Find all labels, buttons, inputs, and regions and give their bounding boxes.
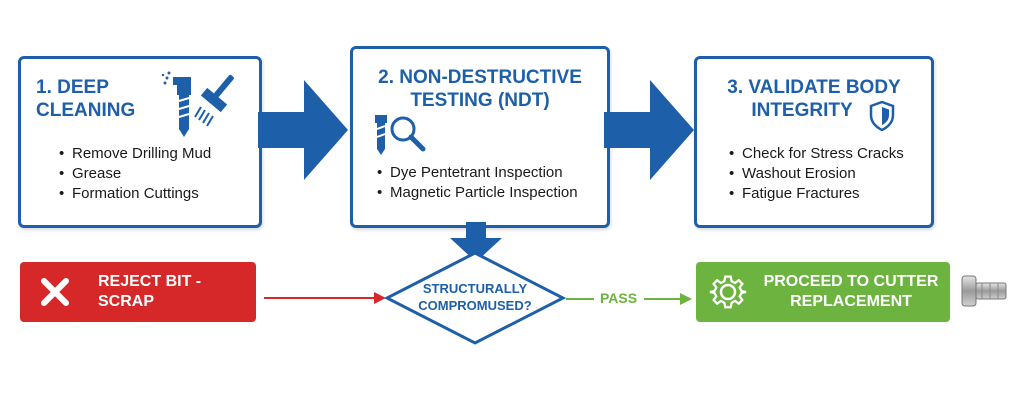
list-item: Grease (59, 164, 211, 184)
step-deep-cleaning: 1. DEEP CLEANING Remove Drilling Mud (18, 56, 262, 228)
list-item: Fatigue Fractures (729, 184, 904, 204)
list-item: Remove Drilling Mud (59, 144, 211, 164)
pass-label: PASS (600, 290, 638, 306)
x-icon (40, 277, 70, 313)
decision-text: STRUCTURALLY COMPROMUSED? (400, 280, 550, 314)
shield-icon (869, 100, 895, 136)
step-title-line2: INTEGRITY (751, 100, 853, 121)
reject-label: REJECT BIT - SCRAP (98, 272, 201, 312)
list-item: Check for Stress Cracks (729, 144, 904, 164)
step-title-line1: 1. DEEP (36, 77, 109, 98)
step-validate-integrity: 3. VALIDATE BODY INTEGRITY Check for Str… (694, 56, 934, 228)
pdc-cutter-icon (958, 272, 1010, 315)
decision-diamond: STRUCTURALLY COMPROMUSED? (383, 250, 567, 351)
reject-box: REJECT BIT - SCRAP (20, 262, 256, 322)
pass-connector-arrow (566, 292, 694, 311)
decision-line1: STRUCTURALLY (422, 281, 528, 296)
decision-line2: COMPROMUSED? (418, 298, 532, 313)
list-item: Formation Cuttings (59, 184, 211, 204)
reject-connector-arrow (264, 291, 388, 310)
step-title: 3. VALIDATE BODY INTEGRITY (707, 76, 921, 122)
step-title-line1: 3. VALIDATE BODY (727, 77, 901, 98)
step-item-list: Check for Stress Cracks Washout Erosion … (729, 144, 904, 204)
list-item: Magnetic Particle Inspection (377, 183, 578, 203)
step-ndt: 2. NON-DESTRUCTIVE TESTING (NDT) Dye Pen… (350, 46, 610, 228)
step-item-list: Remove Drilling Mud Grease Formation Cut… (59, 144, 211, 204)
proceed-label-line1: PROCEED TO CUTTER (763, 273, 939, 290)
step-title-line2: CLEANING (36, 100, 136, 121)
list-item: Dye Pentetrant Inspection (377, 163, 578, 183)
step-title-line1: 2. NON-DESTRUCTIVE (378, 67, 582, 88)
gear-icon (708, 272, 748, 318)
step-title: 2. NON-DESTRUCTIVE TESTING (NDT) (373, 66, 587, 112)
drill-bit-spray-brush-icon (161, 69, 243, 144)
proceed-label: PROCEED TO CUTTER REPLACEMENT (756, 272, 946, 312)
flow-arrow-right (604, 80, 696, 185)
reject-label-line2: SCRAP (98, 293, 155, 310)
step-title-line2: TESTING (NDT) (410, 90, 550, 111)
step-title: 1. DEEP CLEANING (36, 76, 135, 122)
proceed-box: PROCEED TO CUTTER REPLACEMENT (696, 262, 950, 322)
reject-label-line1: REJECT BIT - (98, 273, 202, 290)
list-item: Washout Erosion (729, 164, 904, 184)
drill-bit-magnifier-icon (371, 113, 431, 162)
proceed-label-line2: REPLACEMENT (790, 293, 912, 310)
flow-arrow-right (258, 80, 350, 185)
step-item-list: Dye Pentetrant Inspection Magnetic Parti… (377, 163, 578, 203)
flow-arrow-down (448, 222, 504, 267)
